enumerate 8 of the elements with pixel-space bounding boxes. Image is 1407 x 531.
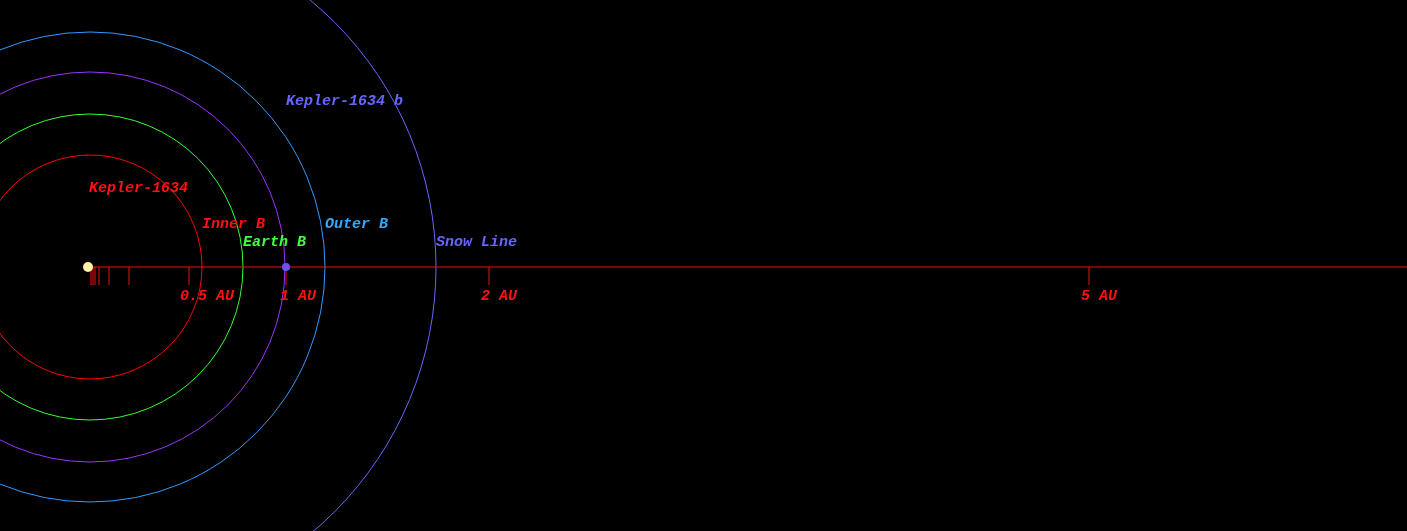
axis-tick-label: 1 AU [280, 288, 316, 305]
zone-label: Earth B [243, 234, 306, 251]
zone-label: Snow Line [436, 234, 517, 251]
planet-label: Kepler-1634 b [286, 93, 404, 110]
axis-tick-label: 5 AU [1081, 288, 1117, 305]
axis-tick-label: 2 AU [481, 288, 517, 305]
zone-label: Inner B [202, 216, 265, 233]
zone-label: Outer B [325, 216, 388, 233]
